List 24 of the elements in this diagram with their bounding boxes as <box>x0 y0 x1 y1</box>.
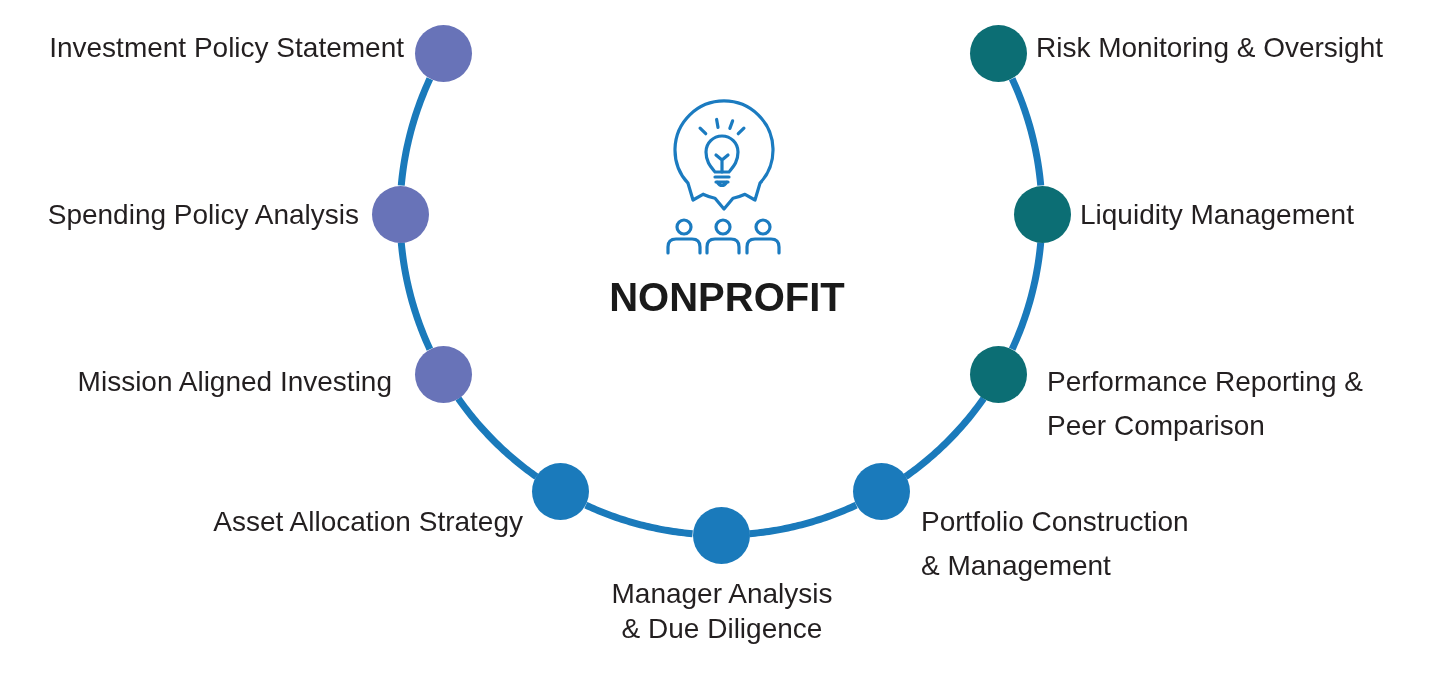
connector-line <box>1008 241 1045 351</box>
step-label: Manager Analysis & Due Diligence <box>610 576 834 646</box>
dot-marker <box>414 346 472 403</box>
connector-line <box>584 501 694 538</box>
dot-marker <box>970 346 1028 403</box>
step-label: Asset Allocation Strategy <box>213 505 523 539</box>
connector-line <box>397 77 434 187</box>
dot-marker <box>532 463 589 521</box>
connector-line <box>455 396 539 480</box>
connector-line <box>1008 77 1045 187</box>
connector-line <box>903 396 987 480</box>
dot-marker <box>970 25 1028 82</box>
title: NONPROFIT <box>609 274 845 321</box>
step-label: Mission Aligned Investing <box>77 365 392 399</box>
step-label: Liquidity Management <box>1080 198 1354 232</box>
dot-marker <box>853 463 910 521</box>
step-label: Risk Monitoring & Oversight <box>1036 31 1383 65</box>
step-label: Performance Reporting & Peer Comparison <box>1047 365 1364 443</box>
connector-line <box>397 241 434 351</box>
connector-line <box>748 501 858 538</box>
step-label: Investment Policy Statement <box>49 31 404 65</box>
step-label: Portfolio Construction & Management <box>921 505 1190 583</box>
step-label: Spending Policy Analysis <box>47 198 359 232</box>
dot-marker <box>414 25 472 82</box>
